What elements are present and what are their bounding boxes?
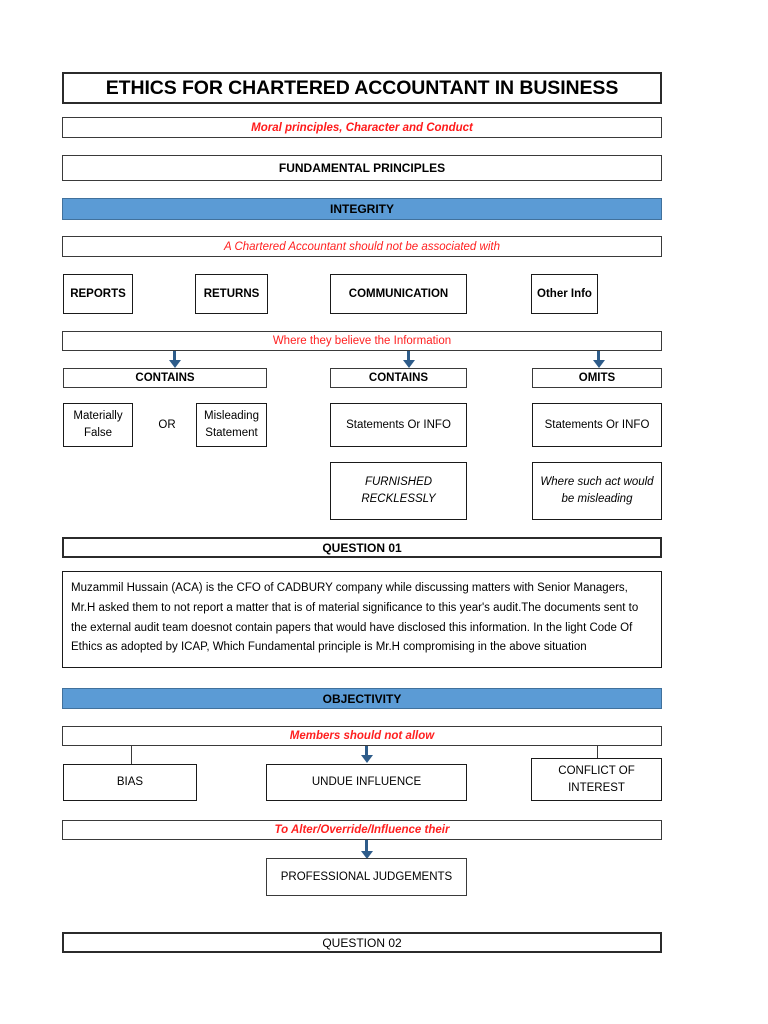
arrow-head-undue-influence — [360, 755, 373, 763]
document-title-bar: ETHICS FOR CHARTERED ACCOUNTANT IN BUSIN… — [62, 72, 662, 104]
node-communication: COMMUNICATION — [330, 274, 467, 314]
arrow-shaft-contains-2 — [407, 351, 410, 363]
fundamental-principles-label: FUNDAMENTAL PRINCIPLES — [278, 161, 446, 175]
node-misleading-statement: Misleading Statement — [196, 403, 267, 447]
objectivity-banner-label: OBJECTIVITY — [322, 691, 402, 706]
node-undue-influence: UNDUE INFLUENCE — [266, 764, 467, 801]
node-contains-1: CONTAINS — [63, 368, 267, 388]
arrow-head-contains-2 — [402, 360, 415, 368]
node-communication-label: COMMUNICATION — [348, 287, 449, 300]
fundamental-principles-bar: FUNDAMENTAL PRINCIPLES — [62, 155, 662, 181]
document-subtitle-bar: Moral principles, Character and Conduct — [62, 117, 662, 138]
document-subtitle: Moral principles, Character and Conduct — [251, 121, 473, 134]
question-02-header: QUESTION 02 — [322, 935, 402, 950]
node-contains-2-label: CONTAINS — [368, 371, 429, 384]
connector-or: OR — [145, 403, 189, 447]
node-where-such-act-misleading-label: Where such act would be misleading — [540, 476, 654, 505]
arrow-shaft-contains-1 — [173, 351, 176, 363]
node-misleading-statement-label: Misleading Statement — [204, 410, 259, 439]
node-returns: RETURNS — [195, 274, 268, 314]
node-bias-label: BIAS — [116, 776, 144, 789]
integrity-caption-bar: A Chartered Accountant should not be ass… — [62, 236, 662, 257]
node-reports: REPORTS — [63, 274, 133, 314]
node-statements-or-info-2: Statements Or INFO — [532, 403, 662, 447]
integrity-caption: A Chartered Accountant should not be ass… — [224, 240, 500, 253]
node-contains-1-label: CONTAINS — [135, 371, 195, 384]
node-omits: OMITS — [532, 368, 662, 388]
page-title: ETHICS FOR CHARTERED ACCOUNTANT IN BUSIN… — [105, 76, 619, 99]
node-reports-label: REPORTS — [70, 287, 126, 300]
question-01-body-box: Muzammil Hussain (ACA) is the CFO of CAD… — [62, 571, 662, 668]
node-statements-or-info-1-label: Statements Or INFO — [346, 418, 451, 431]
objectivity-caption-bar: Members should not allow — [62, 726, 662, 746]
node-other-info-label: Other Info — [537, 287, 592, 300]
connector-or-label: OR — [158, 419, 176, 431]
integrity-banner-label: INTEGRITY — [329, 202, 394, 216]
node-statements-or-info-1: Statements Or INFO — [330, 403, 467, 447]
question-02-header-bar: QUESTION 02 — [62, 932, 662, 953]
connector-line-bias — [131, 746, 132, 764]
arrow-shaft-professional-judgements — [365, 840, 368, 853]
arrow-shaft-undue-influence — [365, 746, 368, 757]
node-furnished-recklessly-label: FURNISHED RECKLESSLY — [361, 476, 436, 505]
node-omits-label: OMITS — [578, 371, 616, 384]
node-contains-2: CONTAINS — [330, 368, 467, 388]
node-materially-false-label: Materially False — [73, 410, 123, 439]
alter-caption: To Alter/Override/Influence their — [274, 824, 450, 836]
node-where-such-act-misleading: Where such act would be misleading — [532, 462, 662, 520]
section-banner-integrity: INTEGRITY — [62, 198, 662, 220]
belief-caption-bar: Where they believe the Information — [62, 331, 662, 351]
node-bias: BIAS — [63, 764, 197, 801]
node-furnished-recklessly: FURNISHED RECKLESSLY — [330, 462, 467, 520]
arrow-head-contains-1 — [168, 360, 181, 368]
question-01-header-bar: QUESTION 01 — [62, 537, 662, 558]
node-statements-or-info-2-label: Statements Or INFO — [544, 418, 650, 431]
section-banner-objectivity: OBJECTIVITY — [62, 688, 662, 709]
node-returns-label: RETURNS — [203, 287, 260, 300]
arrow-shaft-omits — [597, 351, 600, 363]
connector-line-conflict-of-interest — [597, 746, 598, 764]
node-materially-false: Materially False — [63, 403, 133, 447]
node-conflict-of-interest-label: CONFLICT OF INTEREST — [558, 764, 635, 794]
node-conflict-of-interest: CONFLICT OF INTEREST — [531, 758, 662, 801]
node-professional-judgements: PROFESSIONAL JUDGEMENTS — [266, 858, 467, 896]
node-other-info: Other Info — [531, 274, 598, 314]
question-01-header: QUESTION 01 — [322, 540, 402, 555]
arrow-head-professional-judgements — [360, 851, 373, 859]
belief-caption: Where they believe the Information — [272, 335, 452, 347]
alter-caption-bar: To Alter/Override/Influence their — [62, 820, 662, 840]
node-professional-judgements-label: PROFESSIONAL JUDGEMENTS — [280, 870, 453, 883]
objectivity-caption: Members should not allow — [289, 730, 435, 742]
node-undue-influence-label: UNDUE INFLUENCE — [311, 776, 422, 789]
arrow-head-omits — [592, 360, 605, 368]
question-01-body: Muzammil Hussain (ACA) is the CFO of CAD… — [71, 582, 639, 654]
